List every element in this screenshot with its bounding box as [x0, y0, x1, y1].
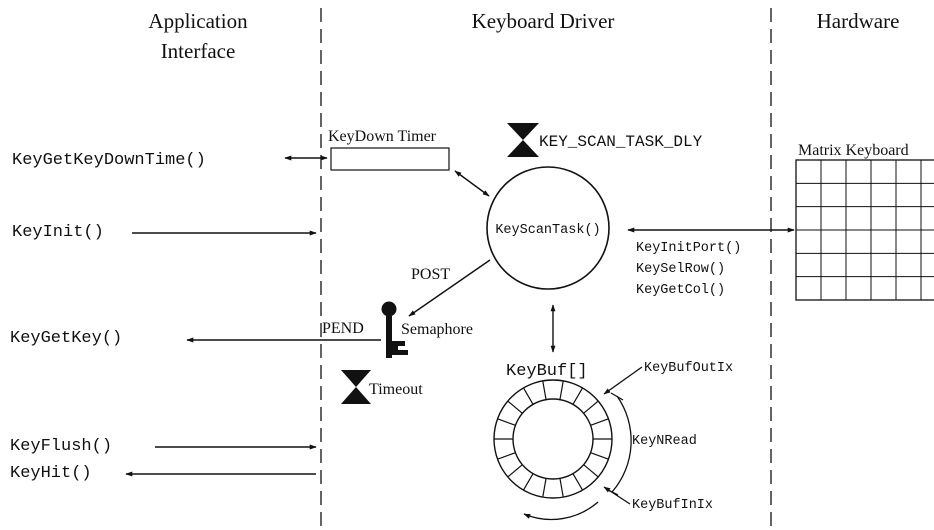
arrow-post [408, 259, 491, 317]
keydown-timer-label: KeyDown Timer [328, 128, 437, 145]
timeout-label: Timeout [369, 381, 423, 398]
buffer-slot-divider [522, 473, 534, 491]
header-hardware: Hardware [817, 9, 900, 33]
buffer-slot-divider [497, 418, 516, 426]
matrix-keyboard-grid [795, 159, 934, 301]
key-buf-out-ix-label: KeyBufOutIx [644, 361, 733, 376]
api-key-flush: KeyFlush() [10, 437, 112, 456]
key-buffer-ring [493, 379, 613, 499]
buffer-slot-divider [497, 452, 516, 460]
key-icon [381, 301, 408, 358]
arrow-timer-task [454, 170, 490, 197]
buffer-slot-divider [542, 478, 547, 498]
key-buf-in-ix-label: KeyBufInIx [632, 498, 713, 513]
api-key-get-key: KeyGetKey() [10, 329, 122, 348]
buffer-slot-divider [572, 473, 584, 491]
port-key-sel-row: KeySelRow() [636, 262, 725, 277]
key-n-read-label: KeyNRead [632, 434, 697, 449]
key-n-read-tick-top [610, 392, 624, 401]
api-key-hit: KeyHit() [10, 464, 92, 483]
buffer-slot-divider [590, 418, 609, 426]
port-key-get-col: KeyGetCol() [636, 283, 725, 298]
post-label: POST [411, 266, 450, 283]
buffer-slot-divider [522, 387, 534, 405]
key-n-read-arc [611, 395, 632, 493]
buffer-slot-divider [572, 387, 584, 405]
buffer-slot-divider [507, 400, 523, 414]
buffer-slot-divider [583, 464, 599, 478]
pend-label: PEND [322, 320, 364, 337]
buffer-slot-divider [559, 478, 564, 498]
semaphore-label: Semaphore [401, 321, 473, 338]
api-key-get-key-down-time: KeyGetKeyDownTime() [12, 151, 206, 170]
key-scan-task-label: KeyScanTask() [495, 223, 600, 238]
keybuf-label: KeyBuf[] [506, 362, 588, 381]
api-key-init: KeyInit() [12, 223, 104, 242]
matrix-keyboard-label: Matrix Keyboard [798, 142, 909, 159]
buffer-slot-divider [583, 400, 599, 414]
rotation-arrow [523, 501, 599, 521]
pointer-buf-out-ix [603, 366, 643, 395]
header-application: Application [148, 9, 248, 33]
hourglass-icon [507, 123, 539, 157]
buffer-slot-divider [559, 380, 564, 400]
scan-task-delay-label: KEY_SCAN_TASK_DLY [539, 133, 703, 151]
buffer-slot-divider [542, 380, 547, 400]
port-key-init-port: KeyInitPort() [636, 241, 741, 256]
buffer-slot-divider [507, 464, 523, 478]
header-keyboard-driver: Keyboard Driver [472, 9, 615, 33]
key-n-read-tick-bottom [605, 488, 619, 496]
key-scan-task [486, 166, 610, 290]
header-interface: Interface [161, 39, 236, 63]
buffer-slot-divider [590, 452, 609, 460]
hourglass-icon [341, 370, 371, 404]
keydown-timer-box [330, 147, 450, 171]
